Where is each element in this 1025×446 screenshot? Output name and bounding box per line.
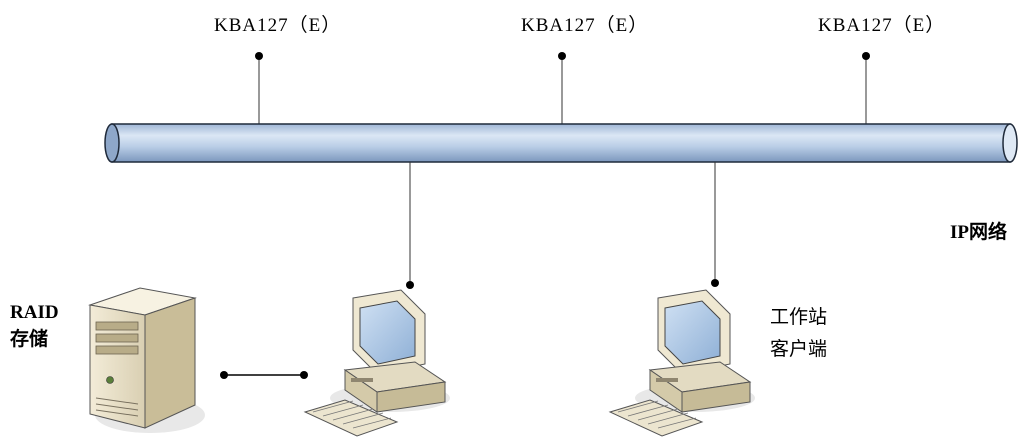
server-icon: [88, 287, 205, 433]
device-label-1: KBA127（E）: [214, 15, 342, 36]
device-label-2: KBA127（E）: [521, 15, 649, 36]
workstation-label-line1: 工作站: [770, 306, 828, 328]
network-label: IP网络: [950, 222, 1008, 243]
raid-label-line1: RAID: [10, 302, 59, 323]
raid-label-line2: 存储: [10, 329, 49, 350]
computer-icon: [303, 289, 450, 437]
device-connector-3: [862, 52, 870, 124]
ip-network-pipe: [104, 123, 1018, 163]
computer-connector-2: [711, 162, 719, 287]
computer-icon: [608, 289, 755, 437]
raid-link: [220, 371, 308, 379]
workstation-label-line2: 客户端: [770, 338, 828, 360]
device-connector-2: [558, 52, 566, 124]
device-label-3: KBA127（E）: [818, 15, 946, 36]
computer-connector-1: [406, 162, 414, 289]
device-connector-1: [255, 52, 263, 124]
